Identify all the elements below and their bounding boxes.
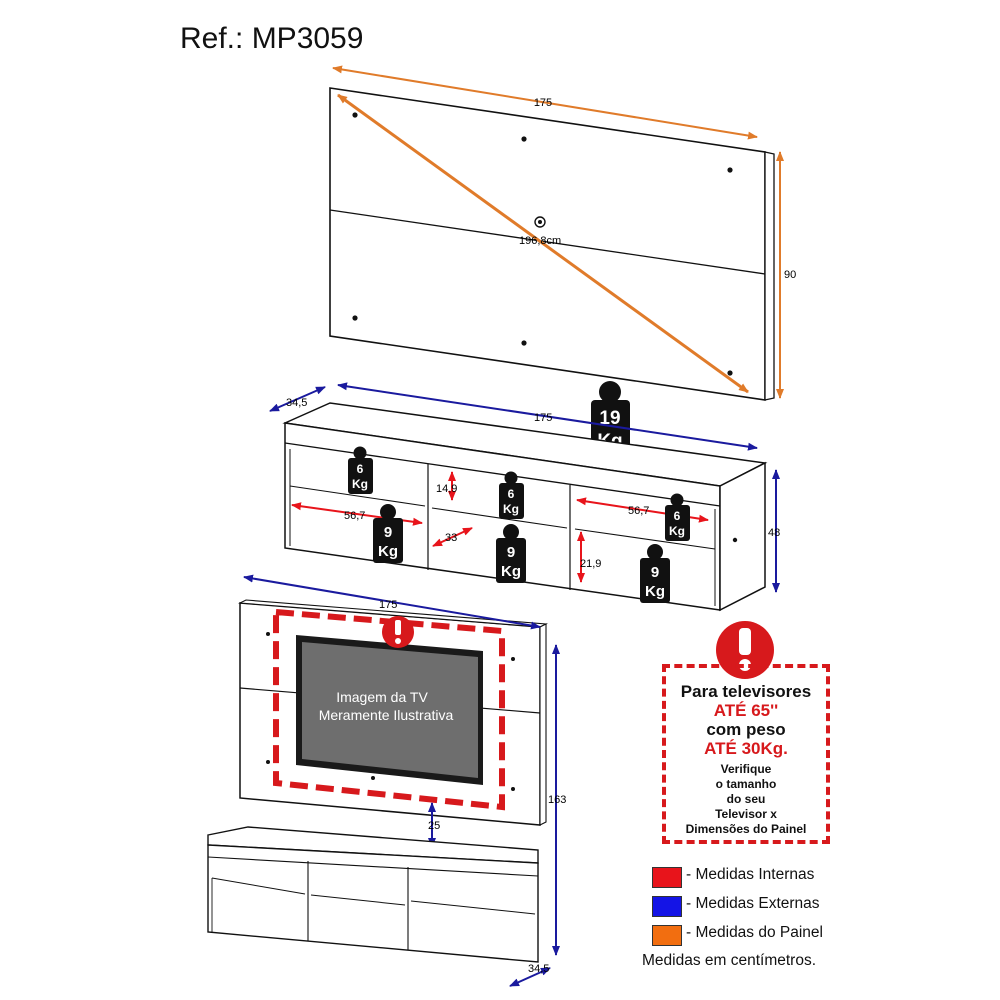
panel-height-label: 90 — [784, 269, 796, 281]
svg-text:Kg: Kg — [503, 502, 519, 516]
left-width-label: 56,7 — [344, 510, 365, 522]
tv-caption-line2: Meramente Ilustrativa — [319, 707, 454, 723]
top-panel-drawing — [329, 65, 784, 401]
tv-caption-line1: Imagem da TV — [336, 689, 428, 705]
weight-icon-9kg: 9 Kg — [373, 504, 403, 563]
weight-icon-6kg: 6 Kg — [499, 471, 524, 519]
legend-item-panel: - Medidas do Painel — [650, 923, 850, 952]
svg-text:Kg: Kg — [645, 583, 665, 600]
svg-text:9: 9 — [384, 524, 392, 541]
svg-text:6: 6 — [508, 487, 515, 501]
right-width-label: 56,7 — [628, 505, 649, 517]
svg-text:9: 9 — [507, 544, 515, 561]
legend-swatch-internal — [652, 867, 682, 888]
warning-line-2: ATÉ 65'' — [713, 701, 779, 720]
svg-text:Kg: Kg — [501, 563, 521, 580]
rack-depth-label: 34,5 — [286, 397, 307, 409]
assembly-gap-label: 25 — [428, 820, 440, 832]
legend-label-external: - Medidas Externas — [686, 895, 820, 912]
weight-icon-9kg: 9 Kg — [640, 544, 670, 603]
warning-line-5: Verifique — [720, 762, 772, 776]
assembly-width-label: 175 — [379, 599, 397, 611]
legend-label-panel: - Medidas do Painel — [686, 924, 823, 941]
svg-text:6: 6 — [674, 509, 681, 523]
legend-swatch-external — [652, 896, 682, 917]
assembly-depth-label: 34,5 — [528, 963, 549, 975]
legend: - Medidas Internas - Medidas Externas - … — [650, 865, 850, 952]
shelf-depth-label: 14,9 — [436, 483, 457, 495]
warning-icon — [382, 616, 414, 648]
warning-line-6: o tamanho — [715, 777, 777, 791]
weight-icon-6kg: 6 Kg — [348, 446, 373, 494]
warning-line-1: Para televisores — [680, 682, 812, 701]
units-note: Medidas em centímetros. — [642, 952, 817, 969]
warning-line-4: ATÉ 30Kg. — [704, 739, 788, 758]
panel-diagonal-label: 196,8cm — [519, 235, 561, 247]
svg-text:Kg: Kg — [378, 543, 398, 560]
right-lower-label: 21,9 — [580, 558, 601, 570]
svg-text:Kg: Kg — [352, 477, 368, 491]
panel-width-label: 175 — [534, 97, 552, 109]
assembly-drawing — [207, 574, 560, 987]
warning-line-8: Televisor x — [715, 807, 777, 821]
rack-height-label: 48 — [768, 527, 780, 539]
tv-limit-warning: Para televisores ATÉ 65'' com peso ATÉ 3… — [662, 664, 830, 844]
legend-item-internal: - Medidas Internas — [650, 865, 850, 894]
reference-title: Ref.: MP3059 — [180, 22, 364, 55]
svg-text:Kg: Kg — [669, 524, 685, 538]
weight-icon-6kg: 6 Kg — [665, 493, 690, 541]
rack-width-label: 175 — [534, 412, 552, 424]
legend-item-external: - Medidas Externas — [650, 894, 850, 923]
warning-line-3: com peso — [706, 720, 786, 739]
legend-swatch-panel — [652, 925, 682, 946]
svg-text:6: 6 — [357, 462, 364, 476]
svg-text:9: 9 — [651, 564, 659, 581]
legend-label-internal: - Medidas Internas — [686, 866, 815, 883]
middle-gap-label: 33 — [445, 532, 457, 544]
warning-line-9: Dimensões do Painel — [685, 822, 807, 836]
warning-line-7: do seu — [726, 792, 766, 806]
assembly-height-label: 163 — [548, 794, 566, 806]
